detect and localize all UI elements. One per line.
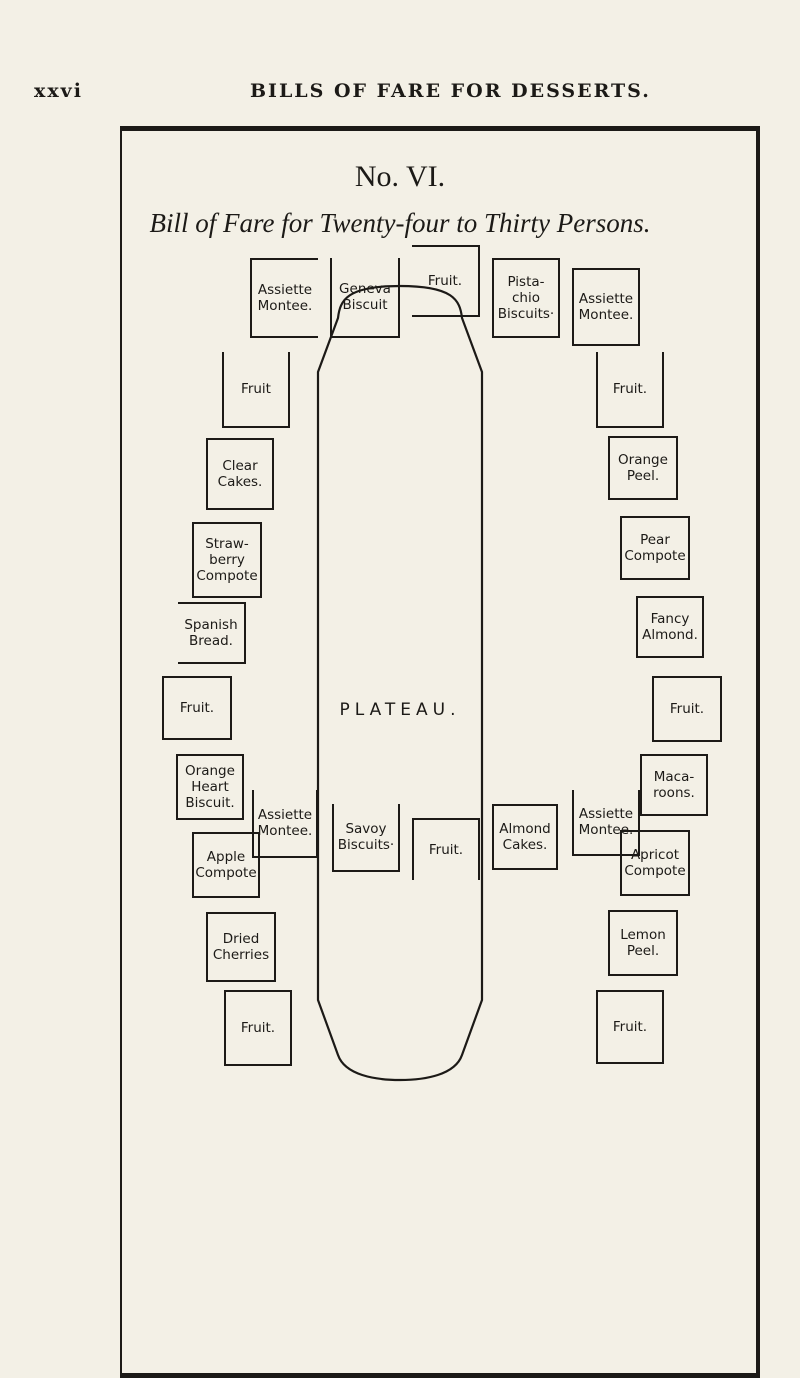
dish-top-2: Geneva Biscuit xyxy=(330,258,400,338)
dish-bottom-4: Almond Cakes. xyxy=(492,804,558,870)
plateau-outline xyxy=(316,284,484,1082)
dish-left-9: Fruit. xyxy=(224,990,292,1066)
dish-top-3: Fruit. xyxy=(412,245,480,317)
dish-left-8: Dried Cherries xyxy=(206,912,276,982)
dish-bottom-1: Assiette Montee. xyxy=(252,790,318,858)
dish-right-3: Pear Compote xyxy=(620,516,690,580)
dish-bottom-5: Assiette Montee. xyxy=(572,790,640,856)
dish-bottom-2: Savoy Biscuits· xyxy=(332,804,400,872)
dish-right-9: Fruit. xyxy=(596,990,664,1064)
running-head: xxvi BILLS OF FARE FOR DESSERTS. xyxy=(0,80,800,110)
dish-right-7: Apricot Compote xyxy=(620,830,690,896)
dish-left-2: Clear Cakes. xyxy=(206,438,274,510)
dish-bottom-3: Fruit. xyxy=(412,818,480,880)
dish-top-1: Assiette Montee. xyxy=(250,258,318,338)
dish-right-1: Fruit. xyxy=(596,352,664,428)
dish-left-6: Orange Heart Biscuit. xyxy=(176,754,244,820)
dish-top-4: Pista- chio Biscuits· xyxy=(492,258,560,338)
dish-right-4: Fancy Almond. xyxy=(636,596,704,658)
running-title: BILLS OF FARE FOR DESSERTS. xyxy=(250,80,651,102)
dish-right-5: Fruit. xyxy=(652,676,722,742)
plateau-label: PLATEAU. xyxy=(339,700,461,720)
bill-title: Bill of Fare for Twenty-four to Thirty P… xyxy=(149,208,651,238)
dish-right-2: Orange Peel. xyxy=(608,436,678,500)
dish-left-3: Straw- berry Compote xyxy=(192,522,262,598)
dish-left-7: Apple Compote xyxy=(192,832,260,898)
dish-top-5: Assiette Montee. xyxy=(572,268,640,346)
dish-left-4: Spanish Bread. xyxy=(178,602,246,664)
dish-right-8: Lemon Peel. xyxy=(608,910,678,976)
page-number: xxvi xyxy=(34,80,83,102)
dish-left-1: Fruit xyxy=(222,352,290,428)
dish-left-5: Fruit. xyxy=(162,676,232,740)
dish-right-6: Maca- roons. xyxy=(640,754,708,816)
bill-number: No. VI. xyxy=(354,160,446,193)
